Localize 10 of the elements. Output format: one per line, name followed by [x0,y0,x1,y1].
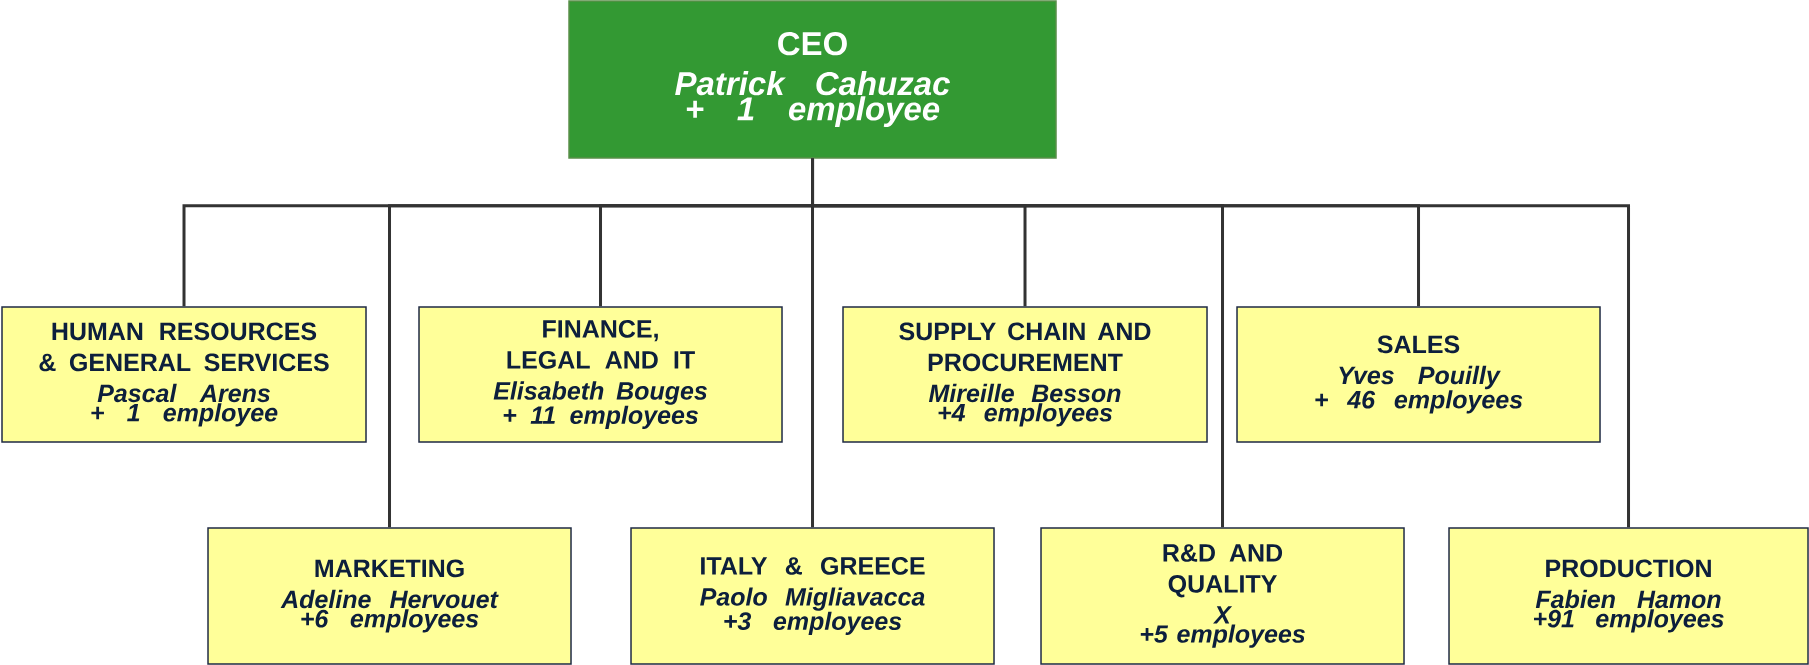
executive-box: CEO Patrick Cahuzac + 1 employee [568,0,1057,159]
department-box: FINANCE, LEGAL AND IT Elisabeth Bouges + 11 employees [418,306,783,443]
department-box: HUMAN RESOURCES & GENERAL SERVICES Pascal Arens + 1 employee [1,306,367,443]
department-box: R&D AND QUALITY X +5 employees [1040,527,1405,665]
connector-line [811,158,1630,528]
department-box: SALES Yves Pouilly + 46 employees [1236,306,1601,443]
department-box: SUPPLY CHAIN AND PROCUREMENT Mireille Besson +4 employees [842,306,1208,443]
department-box: PRODUCTION Fabien Hamon +91 employees [1448,527,1809,665]
department-box: MARKETING Adeline Hervouet +6 employees [207,527,572,665]
department-box: ITALY & GREECE Paolo Migliavacca +3 employees [630,527,995,665]
